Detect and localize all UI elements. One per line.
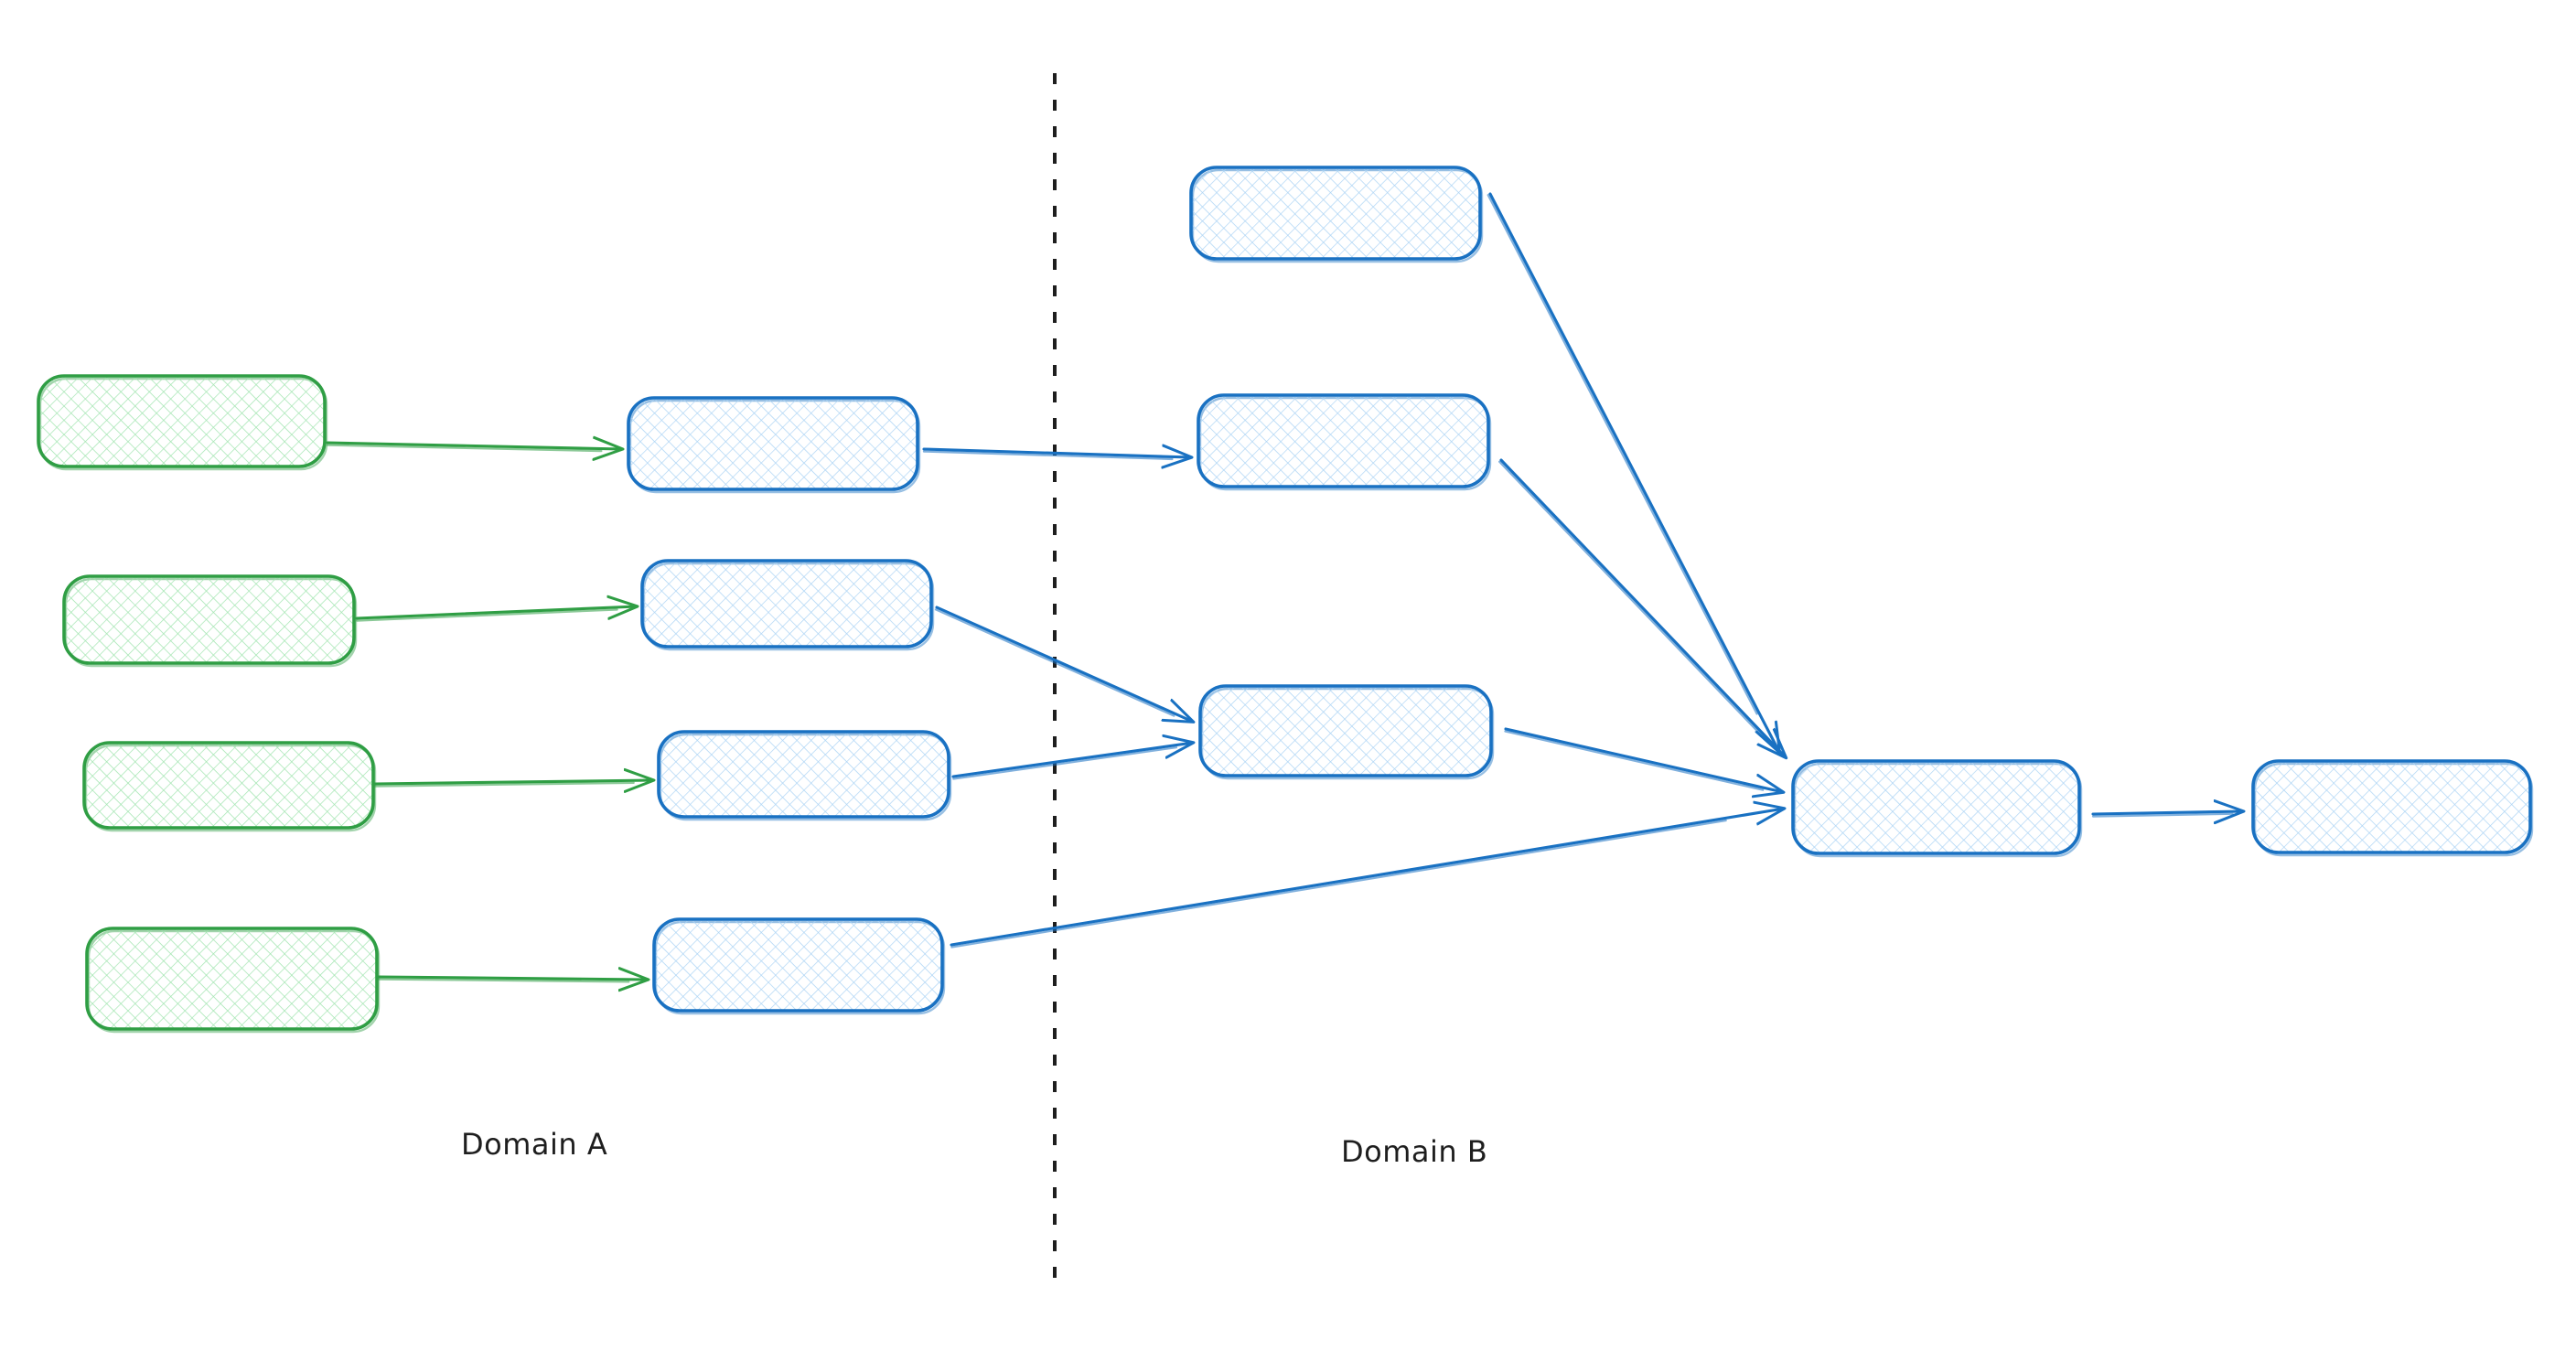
edge-blue-a3-blue-b3: [951, 743, 1193, 778]
node-merge: [1791, 759, 2081, 855]
node-blue-b2: [1197, 393, 1490, 488]
node-blue-a2: [640, 559, 933, 648]
edge-blue-b2-merge: [1499, 458, 1786, 757]
edge-echo-green-2-blue-a2: [356, 608, 618, 622]
edge-green-3-blue-a3: [373, 780, 653, 784]
edge-echo-green-1-blue-a1: [326, 444, 603, 453]
node-green-4: [85, 927, 379, 1031]
edge-echo-merge-final: [2091, 812, 2234, 818]
node-final: [2251, 759, 2532, 854]
node-blue-b3: [1198, 684, 1493, 777]
edge-green-2-blue-a2: [355, 606, 637, 618]
edge-echo-blue-a1-blue-b2: [922, 450, 1174, 461]
edge-echo-green-3-blue-a3: [373, 781, 635, 788]
node-green-3: [82, 741, 375, 830]
edge-green-4-blue-a4: [377, 977, 648, 980]
edge-echo-blue-b1-merge: [1487, 194, 1758, 715]
edge-echo-blue-a4-merge: [950, 819, 1727, 949]
edge-blue-b3-merge: [1504, 727, 1783, 792]
domain-a-label: Domain A: [461, 1127, 608, 1162]
edge-echo-blue-a2-blue-b3: [934, 608, 1175, 717]
node-blue-a4: [652, 917, 944, 1013]
node-green-1: [37, 374, 327, 468]
edge-blue-b1-merge: [1488, 192, 1779, 752]
edge-merge-final: [2091, 811, 2243, 814]
domain-b-label: Domain B: [1341, 1134, 1488, 1169]
edge-echo-blue-b2-merge: [1498, 460, 1766, 740]
edge-blue-a4-merge: [950, 809, 1784, 947]
edge-blue-a2-blue-b3: [935, 606, 1193, 722]
edge-echo-blue-a3-blue-b3: [952, 746, 1178, 780]
edge-echo-green-4-blue-a4: [377, 978, 630, 983]
node-blue-b1: [1189, 166, 1482, 261]
edge-green-1-blue-a1: [326, 443, 622, 449]
edge-echo-blue-b3-merge: [1504, 730, 1765, 791]
edge-blue-a1-blue-b2: [922, 449, 1191, 457]
node-blue-a3: [657, 730, 950, 819]
node-green-2: [62, 574, 356, 665]
node-blue-a1: [627, 396, 919, 491]
